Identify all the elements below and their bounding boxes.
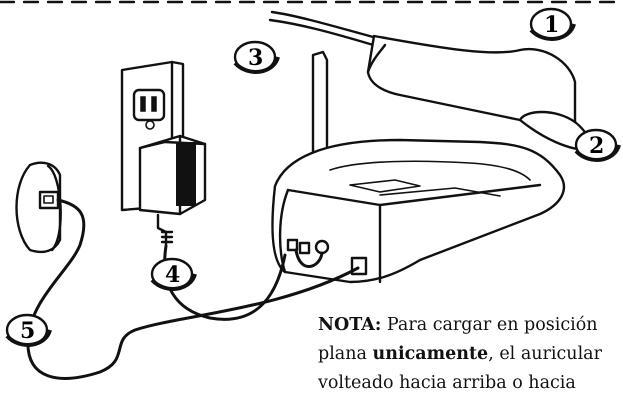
wall-phone-jack	[15, 161, 62, 254]
callout-2-label: 2	[589, 133, 604, 159]
base-jack	[286, 238, 299, 252]
note-line2-c: , el auricular	[488, 344, 602, 364]
ac-adapter	[138, 134, 207, 248]
handset	[268, 10, 591, 152]
callout-5: 5	[5, 313, 52, 347]
callout-3: 3	[233, 40, 280, 74]
callout-4: 4	[150, 257, 197, 291]
short-cord	[294, 248, 324, 268]
base-jack	[298, 241, 311, 255]
power-port	[314, 239, 330, 255]
note-line1-text: Para cargar en posición	[381, 315, 598, 335]
note-line-3: volteado hacia arriba o hacia	[318, 373, 576, 393]
note-line-2: plana unicamente, el auricular	[318, 340, 623, 369]
base-station	[271, 138, 566, 284]
note-emphasis: unicamente	[372, 344, 489, 364]
charging-note: NOTA: Para cargar en posición plana unic…	[318, 311, 623, 406]
note-line-1: NOTA: Para cargar en posición	[318, 311, 623, 340]
callout-1-label: 1	[544, 12, 559, 38]
jack-socket	[38, 190, 60, 210]
callout-4-label: 4	[165, 262, 180, 288]
callout-1: 1	[529, 7, 576, 41]
callout-3-label: 3	[248, 45, 263, 71]
note-prefix: NOTA:	[318, 315, 382, 335]
note-line2-a: plana	[318, 344, 373, 364]
handset-antenna	[268, 18, 382, 49]
phone-line-cord	[26, 198, 360, 380]
callout-5-label: 5	[20, 318, 35, 344]
callout-2: 2	[574, 128, 621, 162]
base-antenna	[311, 50, 329, 164]
